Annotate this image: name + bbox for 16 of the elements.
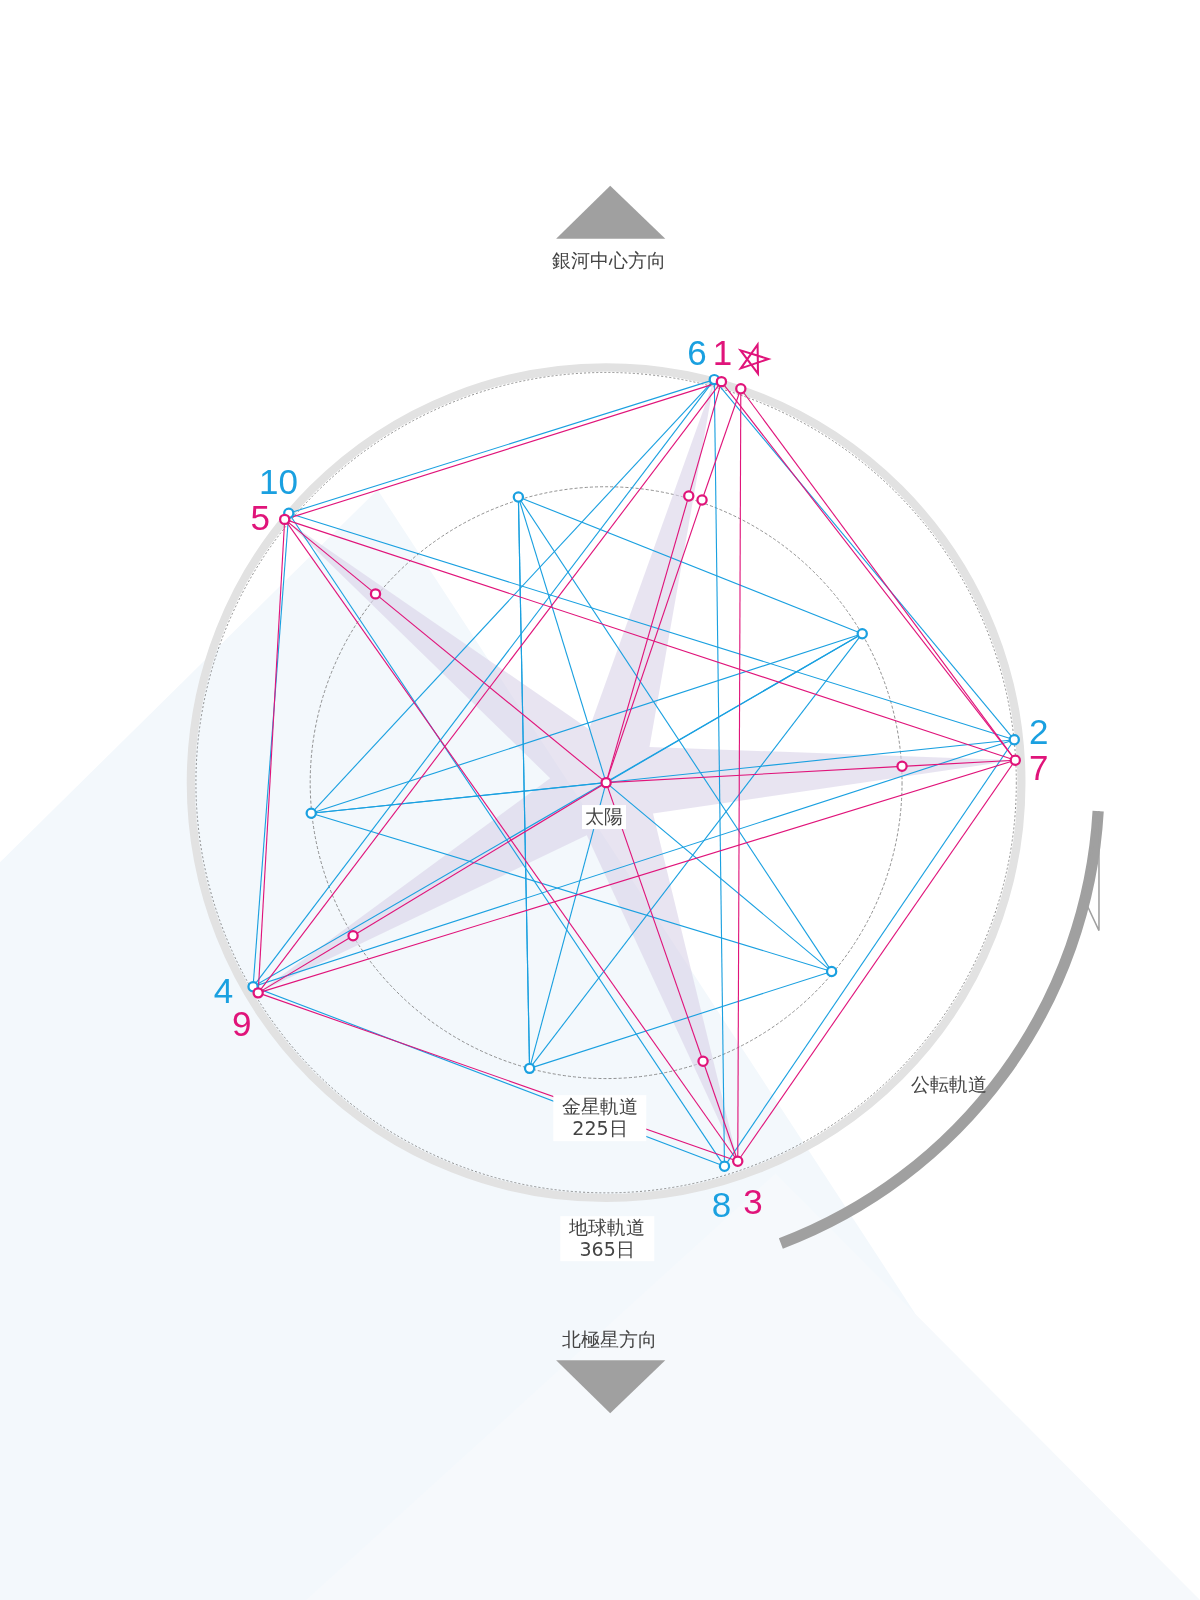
- point-number: 10: [259, 463, 299, 499]
- point-number: 5: [250, 499, 270, 535]
- orbit-label: 金星軌道 225日: [553, 1095, 647, 1142]
- orbit-label: 地球軌道 365日: [560, 1215, 654, 1262]
- point-number: 3: [743, 1183, 763, 1219]
- point-number: 8: [711, 1186, 732, 1222]
- direction-label: 北極星方向: [560, 1327, 658, 1352]
- point-number: 1: [712, 334, 733, 370]
- orbit-direction-label: 公転軌道: [909, 1072, 988, 1097]
- point-number: 2: [1029, 713, 1049, 749]
- point-number: 9: [232, 1005, 252, 1041]
- point-number: 4: [213, 972, 234, 1008]
- sun-label: 太陽: [582, 805, 627, 830]
- point-number: 7: [1029, 749, 1049, 785]
- point-number: 6: [687, 334, 707, 370]
- direction-label: 銀河中心方向: [551, 249, 668, 274]
